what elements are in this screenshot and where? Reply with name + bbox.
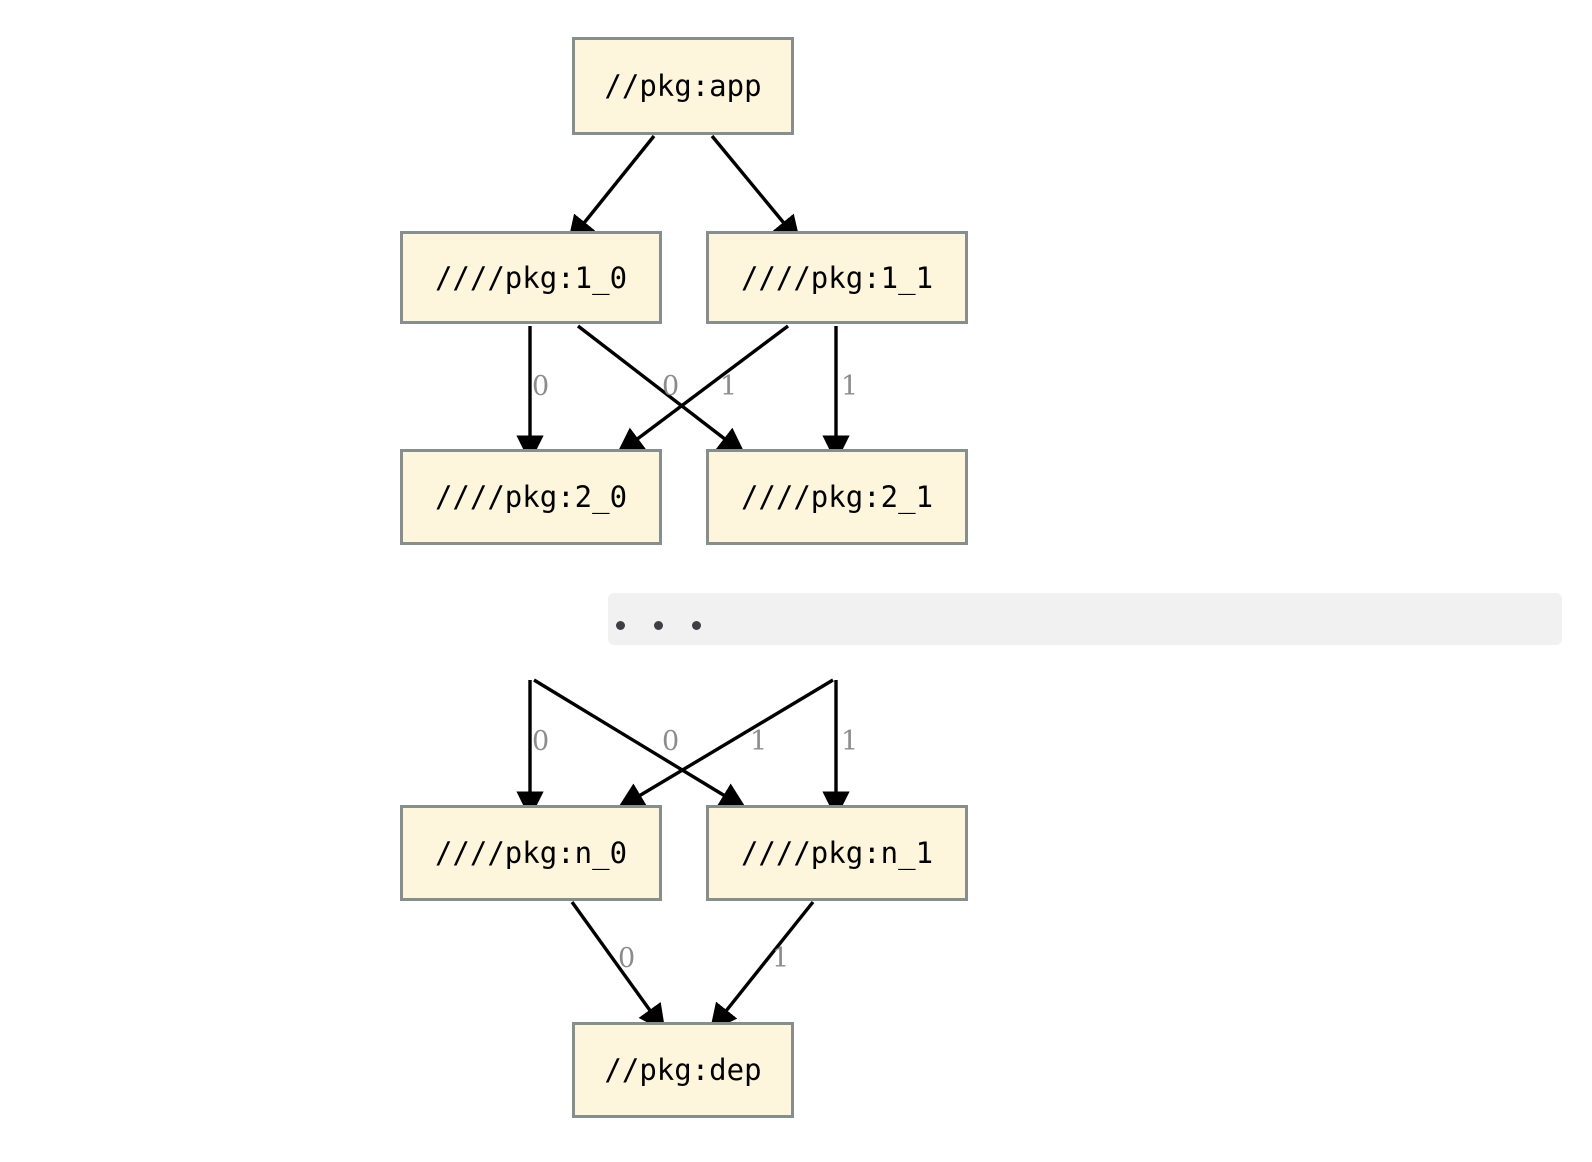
graph-edge-src-to-ln_1 <box>533 678 747 810</box>
ellipsis-dots-icon <box>616 621 701 630</box>
graph-edge-label: 1 <box>772 943 790 974</box>
graph-node-l1_1[interactable]: ////pkg:1_1 <box>706 231 968 324</box>
graph-edge-ln_0-to-dep <box>570 901 666 1033</box>
graph-edge-label: 0 <box>532 371 550 402</box>
graph-edge-src-to-ln_0 <box>617 678 834 810</box>
ellipsis-dot <box>616 621 625 630</box>
graph-node-l1_0[interactable]: ////pkg:1_0 <box>400 231 662 324</box>
graph-node-label: //pkg:app <box>604 69 762 103</box>
graph-edge-label: 1 <box>750 726 768 757</box>
graph-edge-app-to-l1_0 <box>567 134 656 244</box>
graph-node-label: ////pkg:2_1 <box>740 480 934 514</box>
graph-node-label: //pkg:dep <box>604 1053 762 1087</box>
graph-node-label: ////pkg:1_1 <box>740 260 934 295</box>
graph-edge-app-to-l1_1 <box>710 134 801 244</box>
graph-edge-l1_1-to-l2_0 <box>616 324 790 455</box>
edges-group <box>516 134 850 1033</box>
graph-edge-l1_0-to-l2_1 <box>576 324 746 456</box>
ellipsis-separator <box>608 593 1562 645</box>
graph-edge-label: 1 <box>720 371 738 402</box>
graph-node-ln_1[interactable]: ////pkg:n_1 <box>706 805 968 901</box>
graph-node-l2_1[interactable]: ////pkg:2_1 <box>706 449 968 545</box>
graph-edge-label: 0 <box>618 943 636 974</box>
graph-node-label: ////pkg:n_0 <box>434 836 628 870</box>
graph-node-dep[interactable]: //pkg:dep <box>572 1022 794 1118</box>
graph-edge-label: 1 <box>841 371 859 402</box>
graph-edge-ln_1-to-dep <box>709 900 815 1032</box>
graph-edge-label: 1 <box>841 726 859 757</box>
graph-node-label: ////pkg:1_0 <box>434 260 628 295</box>
graph-node-label: ////pkg:n_1 <box>740 836 934 870</box>
graph-edge-label: 0 <box>662 726 680 757</box>
graph-edge-label: 0 <box>532 726 550 757</box>
graph-node-app[interactable]: //pkg:app <box>572 37 794 135</box>
ellipsis-dot <box>654 621 663 630</box>
graph-node-l2_0[interactable]: ////pkg:2_0 <box>400 449 662 545</box>
graph-edge-label: 0 <box>662 371 680 402</box>
ellipsis-dot <box>692 621 701 630</box>
graph-node-label: ////pkg:2_0 <box>434 480 628 514</box>
graph-node-ln_0[interactable]: ////pkg:n_0 <box>400 805 662 901</box>
